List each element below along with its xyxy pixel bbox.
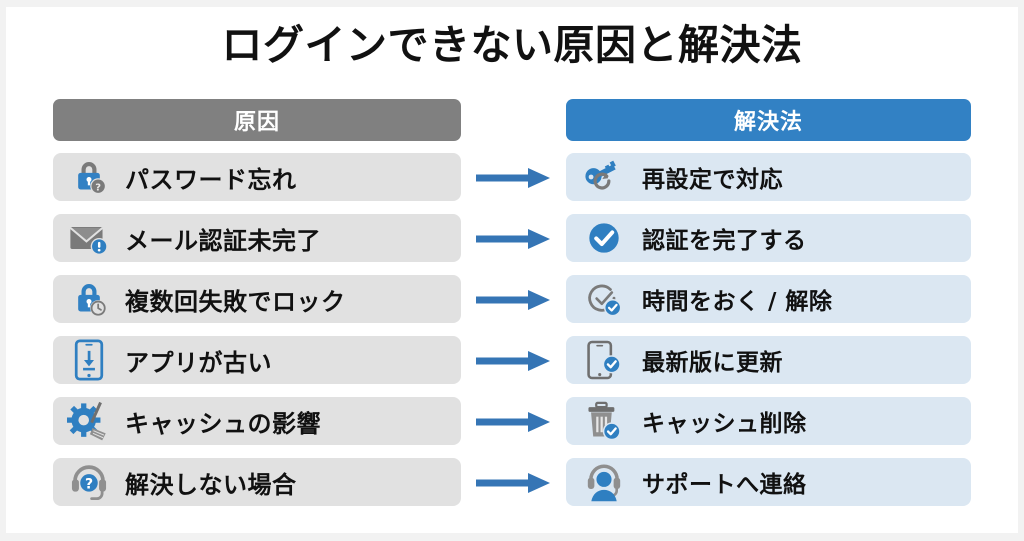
cause-row-5-label: キャッシュの影響 — [125, 409, 321, 438]
solution-row-4-label: 最新版に更新 — [642, 350, 783, 376]
column-header-cause: 原因 — [53, 99, 461, 141]
cause-row-4-label: アプリが古い — [125, 348, 272, 377]
page-title: ログインできない原因と解決法 — [221, 21, 803, 69]
column-header-solution-label: 解決法 — [733, 110, 803, 135]
cause-row-6-label: 解決しない場合 — [125, 470, 297, 499]
frame-edge-right — [1018, 0, 1024, 541]
cause-row-6[interactable]: ? 解決しない場合 — [53, 458, 461, 506]
arrow-right-icon-6 — [476, 473, 550, 493]
key-reset-icon — [566, 154, 642, 200]
solution-row-6-label: サポートへ連絡 — [642, 472, 807, 498]
phone-check-icon — [566, 337, 642, 383]
solution-row-4[interactable]: 最新版に更新 — [566, 336, 971, 384]
solution-row-5-label: キャッシュ削除 — [642, 411, 807, 437]
lock-question-icon: ? — [53, 154, 125, 200]
arrow-right-icon-2 — [476, 229, 550, 249]
phone-download-icon — [53, 337, 125, 383]
solution-row-3-label: 時間をおく / 解除 — [642, 289, 833, 315]
svg-text:?: ? — [95, 182, 101, 193]
cause-row-4[interactable]: アプリが古い — [53, 336, 461, 384]
solution-row-6[interactable]: サポートへ連絡 — [566, 458, 971, 506]
frame-edge-top — [0, 0, 1024, 7]
solution-row-3[interactable]: 時間をおく / 解除 — [566, 275, 971, 323]
solution-row-5[interactable]: キャッシュ削除 — [566, 397, 971, 445]
check-circle-icon — [566, 215, 642, 261]
headset-question-icon: ? — [53, 459, 125, 505]
column-header-solution: 解決法 — [566, 99, 971, 141]
cause-row-2[interactable]: メール認証未完了 — [53, 214, 461, 262]
cause-row-5[interactable]: キャッシュの影響 — [53, 397, 461, 445]
gear-broom-icon — [53, 398, 125, 444]
arrow-right-icon-3 — [476, 290, 550, 310]
arrow-right-icon-5 — [476, 412, 550, 432]
solution-row-2-label: 認証を完了する — [642, 228, 807, 254]
envelope-alert-icon — [53, 215, 125, 261]
svg-text:?: ? — [85, 477, 93, 493]
frame-edge-left — [0, 0, 6, 541]
cause-row-1-label: パスワード忘れ — [125, 165, 297, 194]
cause-row-1[interactable]: ? パスワード忘れ — [53, 153, 461, 201]
frame-edge-bottom — [0, 533, 1024, 541]
clock-check-icon — [566, 276, 642, 322]
solution-row-2[interactable]: 認証を完了する — [566, 214, 971, 262]
arrow-right-icon-1 — [476, 168, 550, 188]
cause-row-3[interactable]: 複数回失敗でロック — [53, 275, 461, 323]
column-header-cause-label: 原因 — [233, 110, 280, 135]
lock-clock-icon — [53, 276, 125, 322]
cause-row-2-label: メール認証未完了 — [125, 226, 321, 255]
solution-row-1-label: 再設定で対応 — [642, 167, 783, 193]
trash-check-icon — [566, 398, 642, 444]
cause-row-3-label: 複数回失敗でロック — [125, 287, 346, 316]
support-agent-icon — [566, 459, 642, 505]
solution-row-1[interactable]: 再設定で対応 — [566, 153, 971, 201]
arrow-right-icon-4 — [476, 351, 550, 371]
